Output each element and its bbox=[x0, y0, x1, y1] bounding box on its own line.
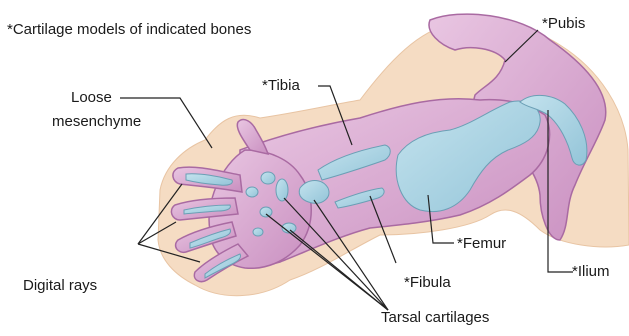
loose-mesenchyme-label-line2: mesenchyme bbox=[52, 113, 141, 130]
tarsal-cartilage-7 bbox=[299, 181, 329, 204]
fibula-label: *Fibula bbox=[404, 274, 451, 291]
tarsal-cartilage-6 bbox=[253, 228, 263, 236]
tarsal-cartilage-1 bbox=[261, 172, 275, 184]
digital-rays-label: Digital rays bbox=[23, 277, 97, 294]
tarsal-cartilage-3 bbox=[276, 179, 288, 201]
tarsal-cartilages-label: Tarsal cartilages bbox=[381, 309, 489, 326]
ilium-label: *Ilium bbox=[572, 263, 610, 280]
tarsal-cartilage-2 bbox=[246, 187, 258, 197]
pubis-label: *Pubis bbox=[542, 15, 585, 32]
tibia-label: *Tibia bbox=[262, 77, 300, 94]
cartilage-note: *Cartilage models of indicated bones bbox=[7, 21, 251, 38]
femur-label: *Femur bbox=[457, 235, 506, 252]
loose-mesenchyme-label-line1: Loose bbox=[71, 89, 112, 106]
tarsal-cartilage-4 bbox=[260, 207, 272, 217]
